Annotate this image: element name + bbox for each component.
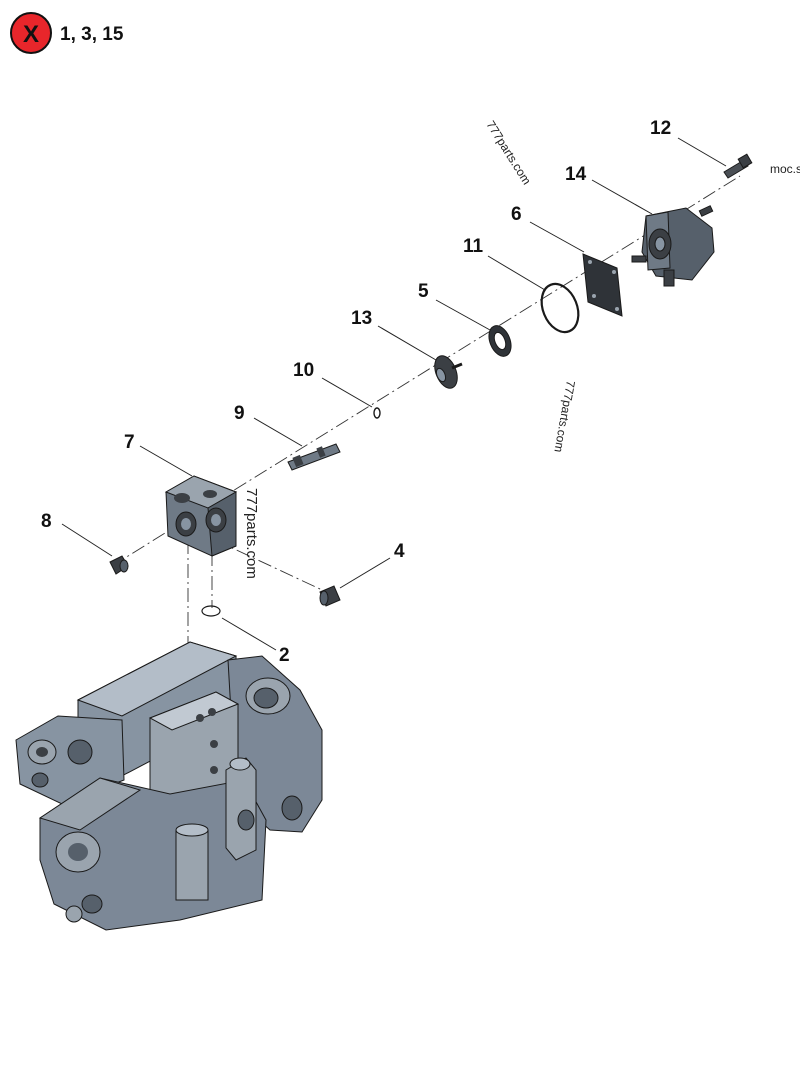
pump-assembly: [15, 641, 323, 931]
callout-5: 5: [418, 281, 429, 302]
watermark-4: moc.s: [770, 162, 800, 176]
excluded-parts-badge: X 1, 3, 15: [10, 12, 124, 54]
callout-10: 10: [293, 360, 314, 381]
callout-8: 8: [41, 511, 52, 532]
callout-labels: 12 14 6 11 5 13 10 9 7 8 4 2: [41, 118, 671, 666]
callout-2: 2: [279, 645, 290, 666]
part-12-bolt: [723, 153, 753, 179]
watermarks: 777parts.com 777parts.com 777parts.com m…: [243, 118, 800, 579]
callout-12: 12: [650, 118, 671, 139]
part-6-gasket: [582, 253, 623, 317]
part-8-plug: [109, 555, 129, 575]
callout-9: 9: [234, 403, 245, 424]
leader-lines: [61, 137, 727, 651]
callout-4: 4: [394, 541, 405, 562]
part-11-oring: [540, 282, 580, 334]
part-7-valve-block: [164, 475, 238, 557]
part-10-small-oring: [373, 407, 381, 419]
callout-14: 14: [565, 164, 587, 185]
excluded-badge-symbol: X: [23, 21, 39, 48]
callout-6: 6: [511, 204, 522, 225]
watermark-2: 777parts.com: [551, 379, 577, 453]
excluded-items-text: 1, 3, 15: [60, 24, 124, 45]
callout-11: 11: [463, 236, 484, 257]
axis-lower: [214, 539, 336, 597]
part-4-plug: [319, 585, 341, 607]
callout-7: 7: [124, 432, 135, 453]
part-2-oring: [201, 605, 221, 617]
part-14-housing: [631, 205, 715, 287]
part-9-spool: [287, 443, 341, 471]
excluded-x-icon: [10, 12, 52, 54]
part-13-disc: [434, 355, 463, 389]
watermark-1: 777parts.com: [483, 118, 533, 187]
part-5-washer: [488, 325, 512, 357]
watermark-3: 777parts.com: [243, 488, 260, 579]
callout-13: 13: [351, 308, 372, 329]
